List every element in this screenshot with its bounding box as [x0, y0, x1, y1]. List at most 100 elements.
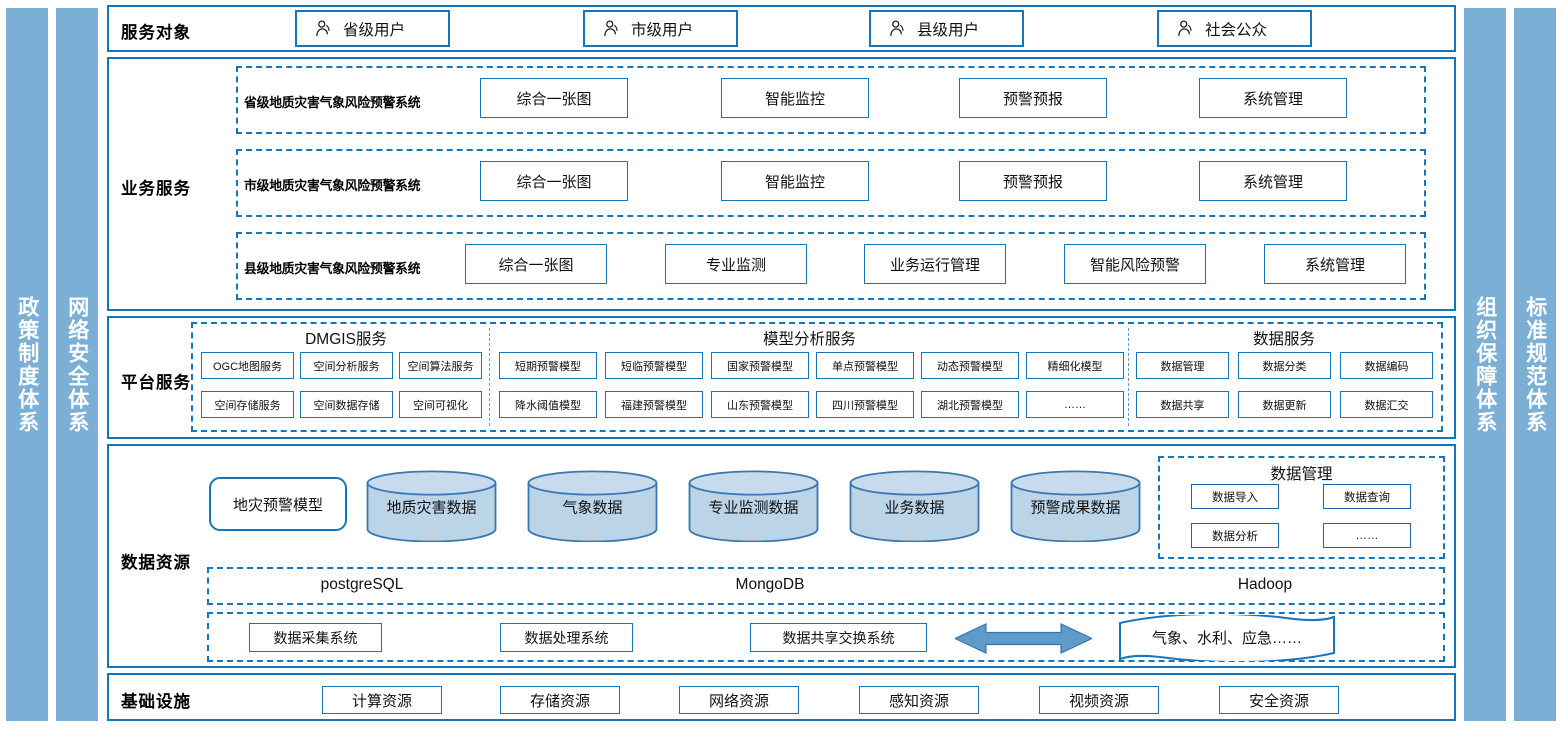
pipeline-collection-system[interactable]: 数据采集系统: [249, 623, 382, 652]
user-icon: [1178, 20, 1192, 37]
double-arrow-shape: [955, 623, 1092, 654]
cylinder-shape: [1010, 470, 1141, 542]
data-management-item-more[interactable]: ……: [1323, 523, 1411, 548]
business-module-county-4[interactable]: 智能风险预警: [1064, 244, 1206, 284]
model-item-imminent[interactable]: 短临预警模型: [605, 352, 703, 379]
cylinder-meteorological-data[interactable]: 气象数据: [527, 470, 658, 542]
dmgis-item-spatial-storage-service[interactable]: 空间存储服务: [201, 391, 294, 418]
data-management-item-import[interactable]: 数据导入: [1191, 484, 1279, 509]
service-objects-label: 服务对象: [121, 24, 191, 42]
user-icon: [316, 20, 330, 37]
business-module-county-2[interactable]: 专业监测: [665, 244, 807, 284]
data-resources-label: 数据资源: [121, 554, 191, 572]
business-module-county-3[interactable]: 业务运行管理: [864, 244, 1006, 284]
user-chip-city-label: 市级用户: [631, 21, 694, 39]
business-row-province: [236, 66, 1426, 134]
business-module-city-4[interactable]: 系统管理: [1199, 161, 1347, 201]
model-item-rainfall-threshold[interactable]: 降水阈值模型: [499, 391, 597, 418]
side-bar-standards-label: 标准规范体系: [1523, 295, 1547, 434]
double-arrow-icon: [955, 623, 1092, 654]
cylinder-warning-result-data-label: 预警成果数据: [1030, 499, 1121, 517]
cylinder-shape: [688, 470, 819, 542]
infrastructure-label: 基础设施: [121, 693, 191, 711]
business-row-city-system: 市级地质灾害气象风险预警系统: [244, 178, 421, 193]
business-module-province-1[interactable]: 综合一张图: [480, 78, 628, 118]
platform-group-divider-2: [1128, 328, 1129, 426]
model-item-refined[interactable]: 精细化模型: [1026, 352, 1124, 379]
user-icon: [890, 20, 904, 37]
cylinder-business-data[interactable]: 业务数据: [849, 470, 980, 542]
cylinder-geohazard-data-label: 地质灾害数据: [386, 499, 477, 517]
side-bar-policy-label: 政策制度体系: [15, 295, 39, 434]
data-service-item-submission[interactable]: 数据汇交: [1340, 391, 1433, 418]
infrastructure-item-sensing[interactable]: 感知资源: [859, 686, 979, 714]
business-module-county-5[interactable]: 系统管理: [1264, 244, 1406, 284]
data-service-item-management[interactable]: 数据管理: [1136, 352, 1229, 379]
dmgis-item-spatial-data-storage[interactable]: 空间数据存储: [300, 391, 393, 418]
data-service-item-classification[interactable]: 数据分类: [1238, 352, 1331, 379]
cylinder-professional-monitoring-data-label: 专业监测数据: [708, 499, 799, 517]
business-services-label: 业务服务: [121, 180, 191, 198]
business-row-province-system: 省级地质灾害气象风险预警系统: [244, 95, 421, 110]
platform-services-label: 平台服务: [121, 374, 191, 392]
infrastructure-item-network[interactable]: 网络资源: [679, 686, 799, 714]
business-row-city: [236, 149, 1426, 217]
dmgis-item-spatial-analysis-service[interactable]: 空间分析服务: [300, 352, 393, 379]
user-chip-city[interactable]: 市级用户: [583, 10, 738, 47]
business-module-province-4[interactable]: 系统管理: [1199, 78, 1347, 118]
model-analysis-group-title: 模型分析服务: [762, 331, 856, 348]
cylinder-shape: [366, 470, 497, 542]
model-item-fujian[interactable]: 福建预警模型: [605, 391, 703, 418]
business-row-county: [236, 232, 1426, 300]
user-chip-province-label: 省级用户: [343, 21, 406, 39]
infrastructure-item-storage[interactable]: 存储资源: [500, 686, 620, 714]
pipeline-sharing-exchange-system[interactable]: 数据共享交换系统: [750, 623, 927, 652]
database-band: [207, 567, 1445, 605]
cylinder-meteorological-data-label: 气象数据: [562, 499, 623, 517]
data-management-item-query[interactable]: 数据查询: [1323, 484, 1411, 509]
data-resource-model-box[interactable]: 地灾预警模型: [209, 477, 347, 531]
cylinder-warning-result-data[interactable]: 预警成果数据: [1010, 470, 1141, 542]
business-module-province-3[interactable]: 预警预报: [959, 78, 1107, 118]
data-service-item-update[interactable]: 数据更新: [1238, 391, 1331, 418]
business-module-city-3[interactable]: 预警预报: [959, 161, 1107, 201]
side-bar-network-security: 网络安全体系: [56, 8, 98, 721]
model-item-more[interactable]: ……: [1026, 391, 1124, 418]
database-mongodb: MongoDB: [735, 576, 805, 593]
model-item-national[interactable]: 国家预警模型: [711, 352, 809, 379]
data-service-item-encoding[interactable]: 数据编码: [1340, 352, 1433, 379]
business-module-county-1[interactable]: 综合一张图: [465, 244, 607, 284]
external-departments-shape[interactable]: 气象、水利、应急……: [1118, 615, 1336, 661]
user-chip-public[interactable]: 社会公众: [1157, 10, 1312, 47]
business-module-city-2[interactable]: 智能监控: [721, 161, 869, 201]
model-item-single-point[interactable]: 单点预警模型: [816, 352, 914, 379]
infrastructure-item-compute[interactable]: 计算资源: [322, 686, 442, 714]
platform-group-divider-1: [489, 328, 490, 426]
infrastructure-item-security[interactable]: 安全资源: [1219, 686, 1339, 714]
infrastructure-item-video[interactable]: 视频资源: [1039, 686, 1159, 714]
dmgis-item-spatial-algorithm-service[interactable]: 空间算法服务: [399, 352, 482, 379]
user-chip-county[interactable]: 县级用户: [869, 10, 1024, 47]
database-postgresql: postgreSQL: [320, 576, 404, 593]
cylinder-professional-monitoring-data[interactable]: 专业监测数据: [688, 470, 819, 542]
dmgis-item-spatial-visualization[interactable]: 空间可视化: [399, 391, 482, 418]
business-row-county-system: 县级地质灾害气象风险预警系统: [244, 261, 421, 276]
cylinder-geohazard-data[interactable]: 地质灾害数据: [366, 470, 497, 542]
external-departments-label: 气象、水利、应急……: [1151, 630, 1302, 648]
pipeline-processing-system[interactable]: 数据处理系统: [500, 623, 633, 652]
side-bar-policy: 政策制度体系: [6, 8, 48, 721]
data-management-title: 数据管理: [1270, 466, 1333, 483]
model-item-short-term[interactable]: 短期预警模型: [499, 352, 597, 379]
data-management-item-analysis[interactable]: 数据分析: [1191, 523, 1279, 548]
dmgis-item-ogc-map-service[interactable]: OGC地图服务: [201, 352, 294, 379]
dmgis-group-title: DMGIS服务: [305, 331, 387, 348]
model-item-dynamic[interactable]: 动态预警模型: [921, 352, 1019, 379]
data-service-item-sharing[interactable]: 数据共享: [1136, 391, 1229, 418]
model-item-shandong[interactable]: 山东预警模型: [711, 391, 809, 418]
business-module-province-2[interactable]: 智能监控: [721, 78, 869, 118]
business-module-city-1[interactable]: 综合一张图: [480, 161, 628, 201]
model-item-sichuan[interactable]: 四川预警模型: [816, 391, 914, 418]
user-chip-province[interactable]: 省级用户: [295, 10, 450, 47]
model-item-hubei[interactable]: 湖北预警模型: [921, 391, 1019, 418]
